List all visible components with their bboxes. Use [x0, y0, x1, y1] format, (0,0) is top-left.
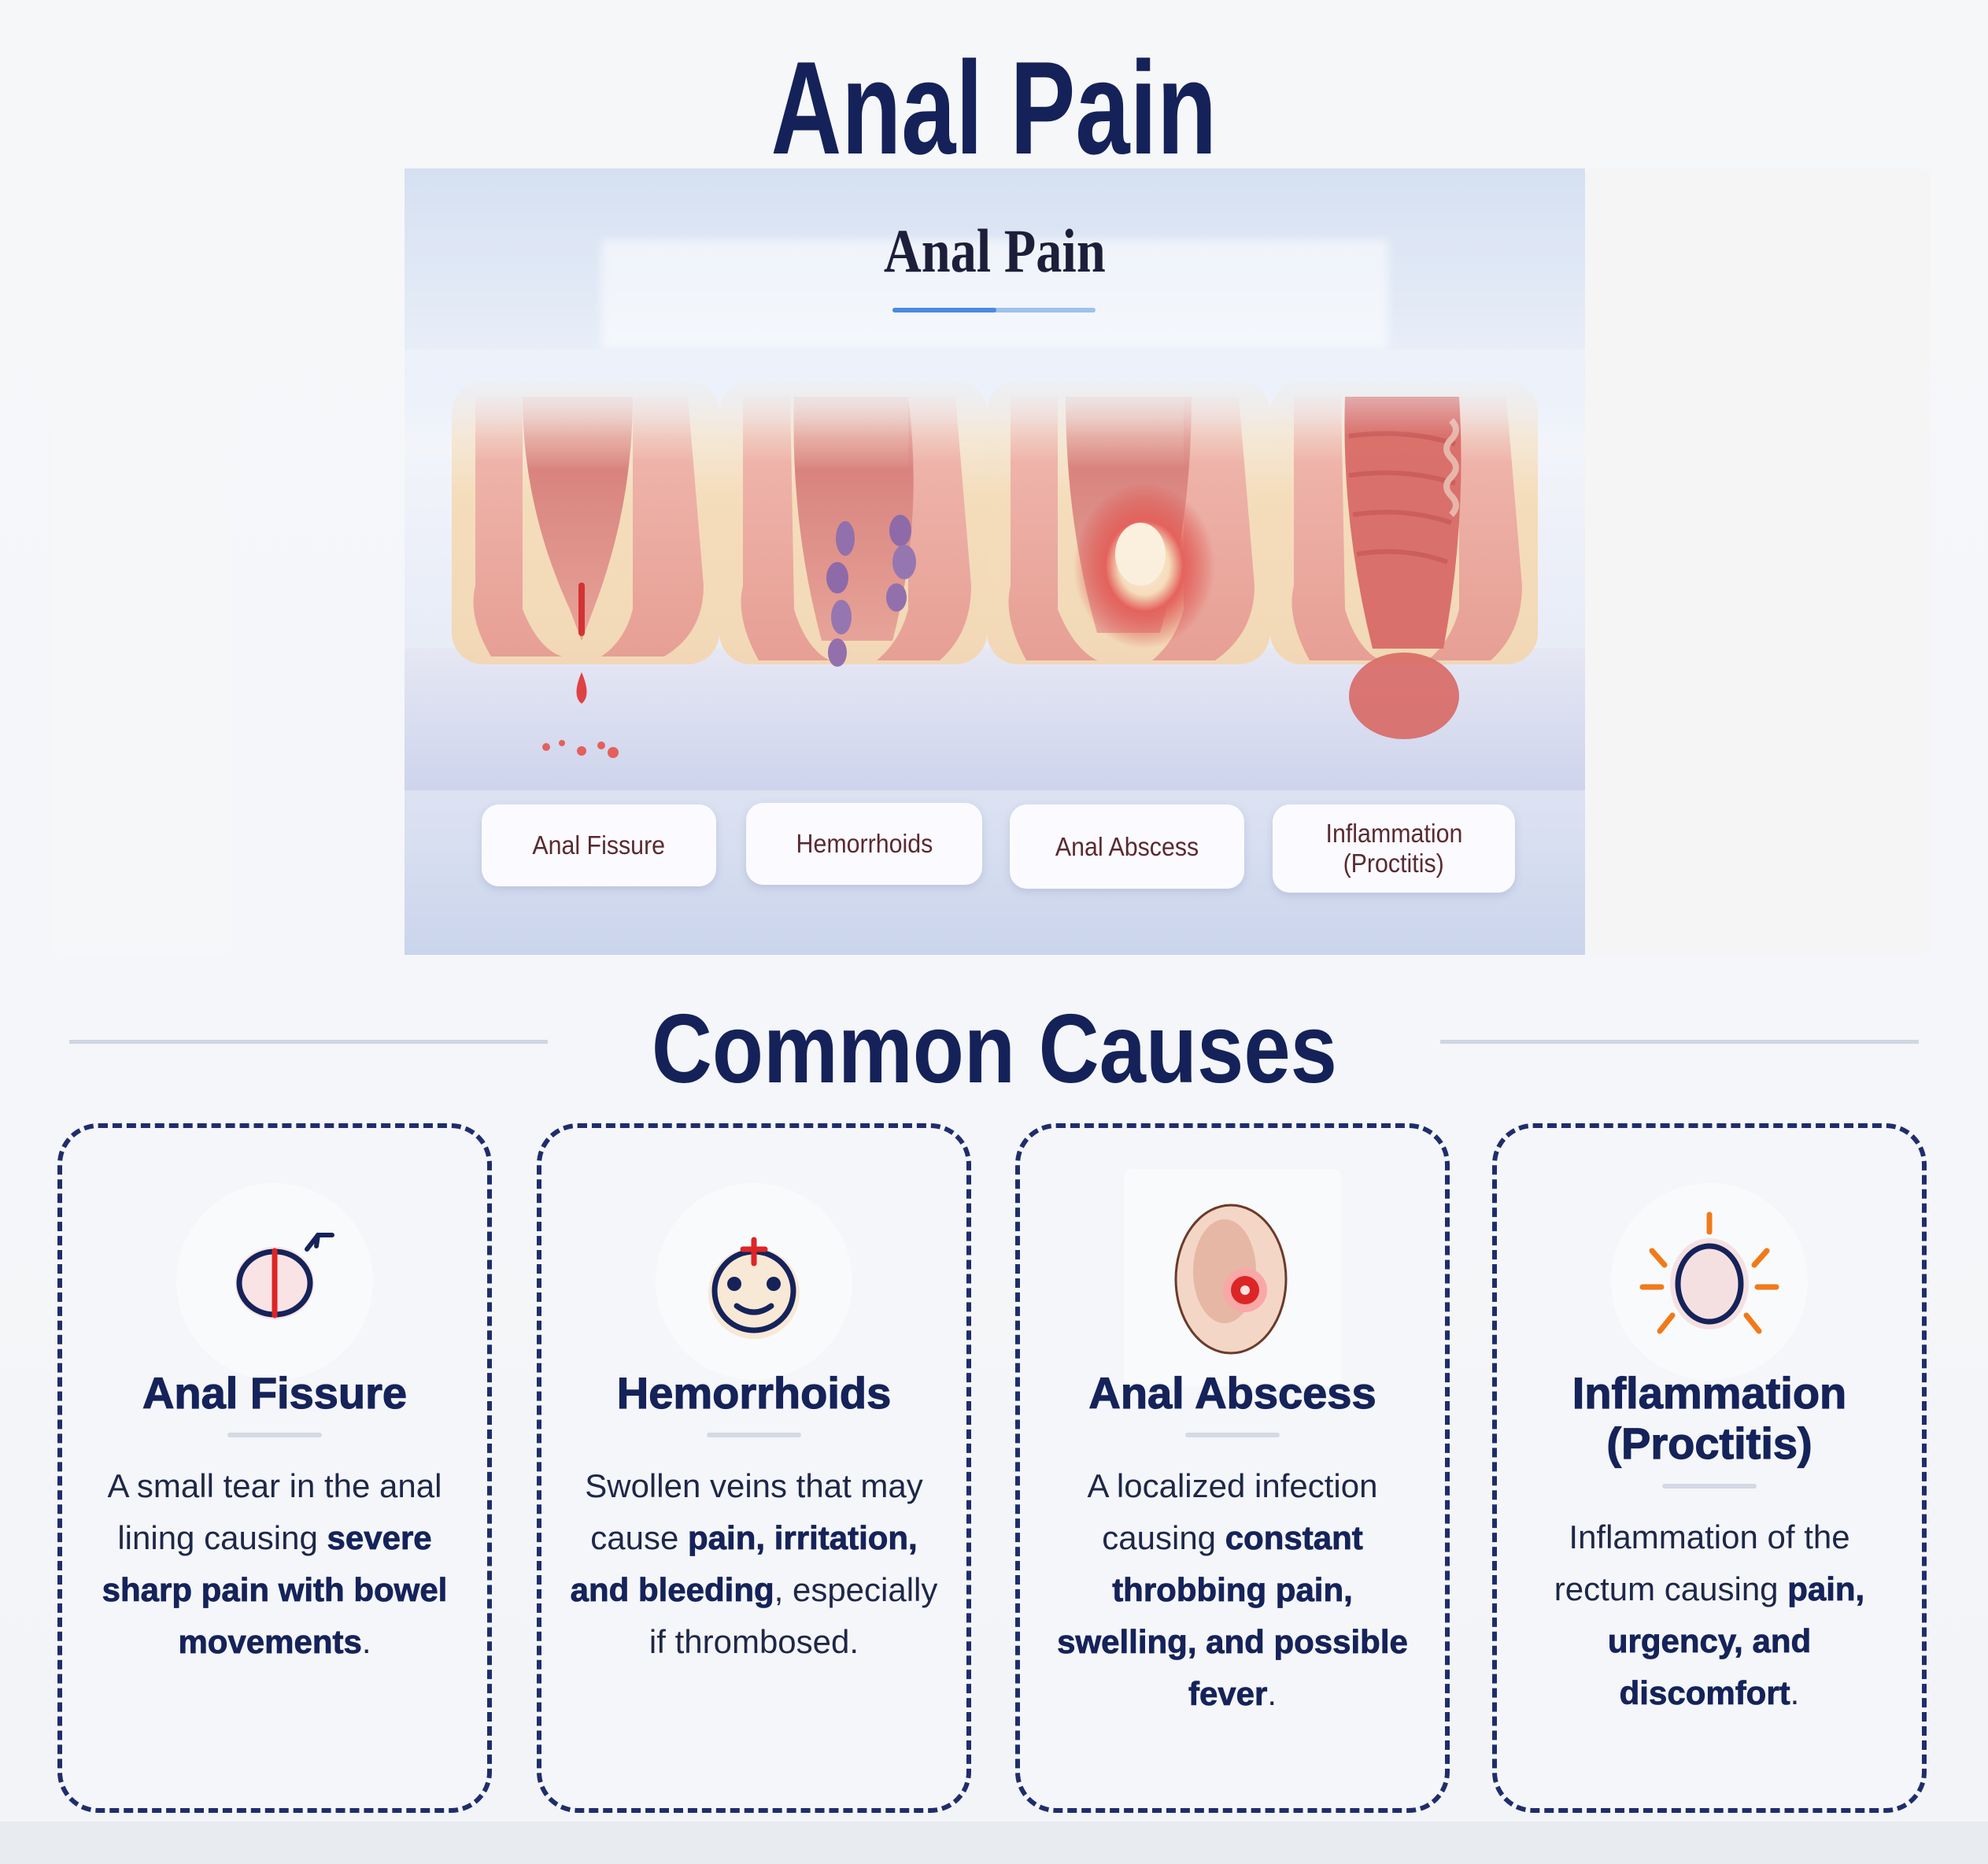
cause-card-proctitis: Inflammation (Proctitis) Inflammation of…	[1492, 1123, 1927, 1813]
hero-top-fade	[405, 350, 1585, 436]
anatomy-illustration-icon	[405, 381, 1585, 790]
card-description: Swollen veins that may cause pain, irrit…	[570, 1467, 938, 1660]
hero-label-proctitis: Inflammation (Proctitis)	[1273, 804, 1515, 893]
card-title: Anal Abscess	[1088, 1367, 1376, 1418]
page-title: Anal Pain	[0, 41, 1988, 175]
section-divider-left	[69, 1040, 548, 1044]
hero-illustration: Anal Pain	[405, 168, 1585, 955]
hero-label-anal-abscess: Anal Abscess	[1010, 804, 1244, 889]
icon-badge	[1611, 1183, 1808, 1380]
card-divider	[227, 1433, 322, 1437]
hero-title-underline	[892, 308, 1096, 313]
card-description: A small tear in the anal lining causing …	[102, 1467, 448, 1660]
icon-badge	[656, 1183, 852, 1380]
inflammation-sun-icon	[1639, 1211, 1779, 1334]
abscess-icon	[1174, 1204, 1288, 1355]
hemorrhoid-face-icon	[708, 1237, 800, 1339]
hero-title: Anal Pain	[884, 216, 1106, 285]
section-divider-right	[1440, 1040, 1919, 1044]
hero-label-anal-fissure: Anal Fissure	[482, 804, 716, 886]
page-title-text: Anal Pain	[770, 34, 1218, 182]
section-title: Common Causes	[651, 995, 1337, 1104]
card-description: Inflammation of the rectum causing pain,…	[1554, 1518, 1865, 1711]
hero-backdrop-left	[51, 168, 232, 954]
card-divider	[1662, 1484, 1757, 1489]
cause-card-hemorrhoids: Hemorrhoids Swollen veins that may cause…	[537, 1123, 971, 1813]
hero-title-band	[601, 239, 1388, 350]
card-title: Hemorrhoids	[616, 1367, 892, 1418]
hero-label-hemorrhoids: Hemorrhoids	[746, 803, 982, 885]
card-divider	[1185, 1433, 1280, 1437]
cause-card-anal-abscess: Anal Abscess A localized infection causi…	[1015, 1123, 1450, 1813]
card-divider	[707, 1433, 801, 1437]
cause-card-anal-fissure: Anal Fissure A small tear in the anal li…	[57, 1123, 492, 1813]
card-title: Anal Fissure	[142, 1367, 408, 1418]
icon-badge	[1124, 1169, 1341, 1386]
card-description: A localized infection causing constant t…	[1057, 1467, 1409, 1712]
footer-strip	[0, 1821, 1988, 1864]
icon-badge	[176, 1183, 373, 1380]
fissure-icon	[235, 1233, 334, 1319]
hero-backdrop-right	[1584, 168, 1931, 954]
card-title: Inflammation (Proctitis)	[1572, 1367, 1847, 1468]
